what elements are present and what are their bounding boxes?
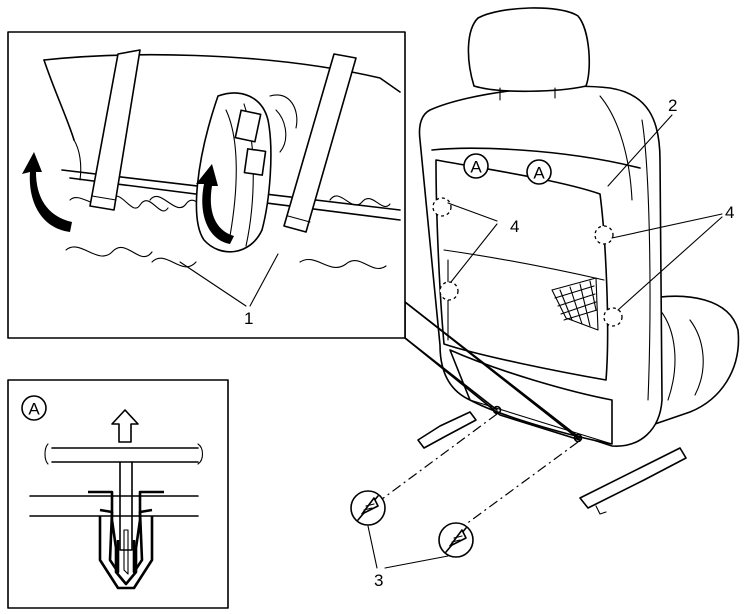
clip-location-upper-right	[594, 225, 614, 245]
detail-view	[22, 49, 401, 269]
pull-up-arrow-icon	[111, 409, 139, 443]
screw-icon	[438, 522, 474, 558]
callout-1: 1	[244, 309, 253, 328]
strap-right	[283, 53, 357, 233]
spring-wire-6	[151, 257, 197, 268]
clip-location-lower-right	[603, 307, 623, 327]
headrest	[467, 7, 591, 93]
detail-marker-a: A	[28, 400, 40, 419]
spring-wire-2	[65, 246, 153, 258]
clip-detail-panel: A	[7, 379, 229, 609]
seat-marker-a-1-circle	[463, 153, 489, 179]
callout-3: 3	[374, 571, 383, 590]
mesh-pocket	[551, 277, 599, 331]
callout-4-left: 4	[510, 217, 519, 236]
screw-icon	[350, 490, 386, 526]
rotate-arrow-left	[22, 152, 72, 232]
callout-4-right: 4	[725, 203, 734, 222]
seat-cushion	[639, 295, 740, 426]
screw-icons	[350, 413, 579, 558]
spring-wire-4	[329, 195, 391, 207]
spring-wire-5	[299, 259, 387, 269]
clip-location-upper-left	[432, 197, 452, 217]
clip-icon	[88, 461, 164, 590]
callout-2: 2	[668, 96, 677, 115]
strap-left	[89, 49, 141, 211]
seat-marker-a-2: A	[533, 164, 545, 183]
rotate-arrow-center	[196, 164, 234, 244]
seat-marker-a-1: A	[470, 158, 482, 177]
seat-marker-a-2-circle	[526, 159, 552, 185]
seat-rail-left	[417, 411, 477, 449]
detail-marker-a-circle	[21, 395, 47, 421]
clip-location-lower-left	[439, 281, 459, 301]
seat-rail-right	[579, 447, 687, 509]
